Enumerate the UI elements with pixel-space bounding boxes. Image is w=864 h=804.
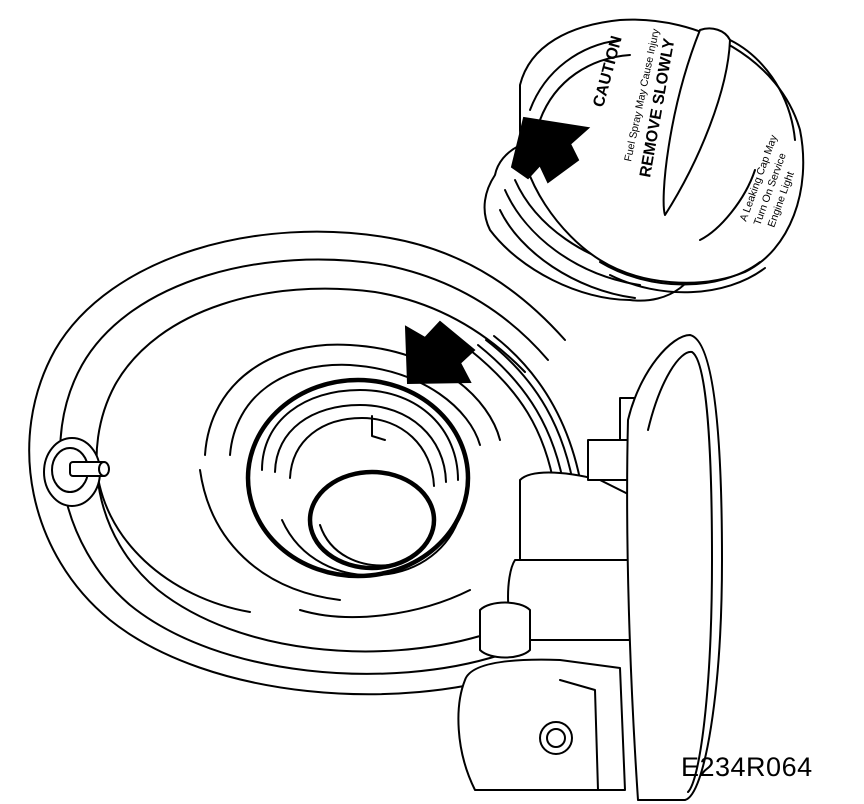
cap-tether xyxy=(469,335,584,497)
fuel-cap: CAUTION Fuel Spray May Cause Injury REMO… xyxy=(483,18,805,302)
arrow-remove-cap-icon xyxy=(510,116,591,184)
arrow-install-cap-icon xyxy=(404,320,476,385)
mounting-stud xyxy=(43,437,110,507)
figure-id-label: E234R064 xyxy=(681,752,813,782)
fuel-door xyxy=(626,334,723,801)
filler-housing xyxy=(28,230,566,696)
hinge-bracket xyxy=(457,397,661,791)
filler-neck xyxy=(245,377,471,579)
